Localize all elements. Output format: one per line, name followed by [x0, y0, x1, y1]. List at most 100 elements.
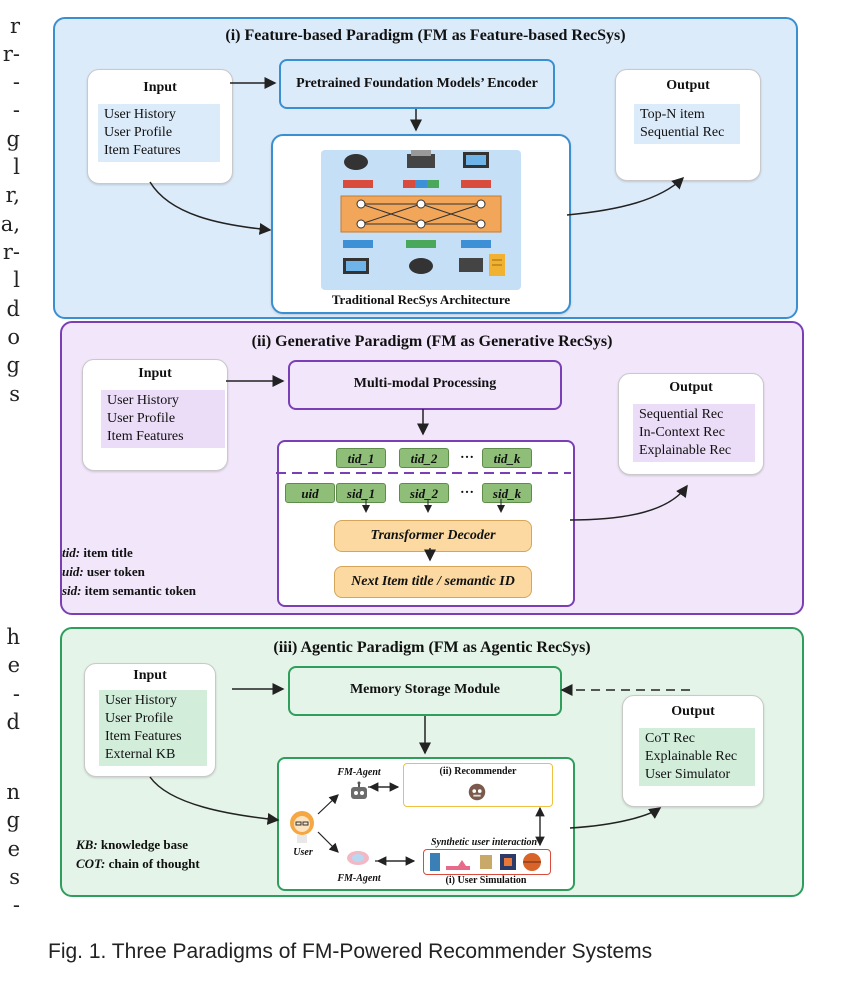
- legend-text: knowledge base: [100, 837, 188, 852]
- feature-based-paradigm-panel: (i) Feature-based Paradigm (FM as Featur…: [53, 17, 798, 319]
- input-title: Input: [138, 366, 172, 381]
- input-item: User Profile: [104, 125, 173, 140]
- input-item: User Profile: [105, 711, 174, 726]
- legend-item: tid: item title: [62, 543, 196, 562]
- sid-token: sid_k: [482, 483, 532, 503]
- tid-token: tid_1: [336, 448, 386, 468]
- sid-token: sid_1: [336, 483, 386, 503]
- input-box: Input User History User Profile Item Fea…: [87, 69, 233, 184]
- printer-icon: [459, 258, 483, 272]
- legend: KB: knowledge base COT: chain of thought: [76, 835, 200, 873]
- legend-key: KB:: [76, 837, 98, 852]
- output-list: Sequential Rec In-Context Rec Explainabl…: [633, 404, 755, 462]
- text-fragment: a,: [0, 212, 20, 236]
- sid-token: sid_2: [399, 483, 449, 503]
- encoder-box: Pretrained Foundation Models’ Encoder: [279, 59, 555, 109]
- generative-paradigm-panel: (ii) Generative Paradigm (FM as Generati…: [60, 321, 804, 615]
- text-fragment: s: [9, 865, 20, 889]
- text-fragment: -: [12, 98, 20, 122]
- input-box: Input User History User Profile Item Fea…: [82, 359, 228, 471]
- input-item: User History: [105, 693, 177, 708]
- text-fragment: -: [12, 70, 20, 94]
- memory-label: Memory Storage Module: [349, 682, 501, 697]
- legend-item: sid: item semantic token: [62, 581, 196, 600]
- text-fragment: r-: [2, 42, 20, 66]
- text-fragment: l: [13, 268, 20, 292]
- recsys-architecture-illustration: [321, 150, 521, 290]
- legend-key: tid:: [62, 545, 81, 560]
- user-label: User: [293, 847, 313, 858]
- input-list: User History User Profile Item Features …: [99, 690, 207, 766]
- agent-interaction-box: FM-Agent (ii) Recommender User FM-Agent …: [277, 757, 575, 891]
- fm-agent-label: FM-Agent: [337, 873, 381, 884]
- panel-title: (i) Feature-based Paradigm (FM as Featur…: [225, 27, 626, 44]
- multimodal-processing-box: Multi-modal Processing: [288, 360, 562, 410]
- fm-agent-label: FM-Agent: [337, 767, 381, 778]
- tid-token: tid_k: [482, 448, 532, 468]
- legend-text: chain of thought: [108, 856, 200, 871]
- legend-key: COT:: [76, 856, 106, 871]
- legend-key: uid:: [62, 564, 84, 579]
- legend-item: COT: chain of thought: [76, 854, 200, 873]
- text-fragment: h: [6, 625, 20, 649]
- recommender-label: (ii) Recommender: [439, 766, 517, 777]
- text-fragment: d: [6, 710, 20, 734]
- panel-title: (iii) Agentic Paradigm (FM as Agentic Re…: [273, 639, 591, 656]
- generative-model-box: tid_1 tid_2 … tid_k uid sid_1 sid_2 … si…: [277, 440, 575, 607]
- architecture-label: Traditional RecSys Architecture: [331, 292, 511, 307]
- ellipsis: …: [460, 482, 474, 497]
- input-item: Item Features: [107, 429, 184, 444]
- encoder-label: Pretrained Foundation Models’ Encoder: [296, 76, 538, 91]
- brain-agent-icon: [345, 849, 371, 872]
- input-title: Input: [143, 80, 177, 95]
- text-fragment: e: [7, 837, 20, 861]
- legend-text: user token: [86, 564, 145, 579]
- output-list: CoT Rec Explainable Rec User Simulator: [639, 728, 755, 786]
- input-item: User Profile: [107, 411, 176, 426]
- input-item: Item Features: [104, 143, 181, 158]
- text-fragment: o: [7, 325, 20, 349]
- text-fragment: -: [12, 682, 20, 706]
- text-fragment: n: [6, 780, 20, 804]
- text-fragment: l: [13, 155, 20, 179]
- text-fragment: s: [9, 382, 20, 406]
- output-item: CoT Rec: [645, 731, 695, 746]
- memory-storage-box: Memory Storage Module: [288, 666, 562, 716]
- output-box: Output CoT Rec Explainable Rec User Simu…: [622, 695, 764, 807]
- output-title: Output: [669, 380, 713, 395]
- mouse-icon: [344, 154, 368, 170]
- input-list: User History User Profile Item Features: [101, 390, 225, 448]
- input-box: Input User History User Profile Item Fea…: [84, 663, 216, 777]
- text-fragment: r-: [2, 240, 20, 264]
- input-list: User History User Profile Item Features: [98, 104, 220, 162]
- output-box: Output Top-N item Sequential Rec: [615, 69, 761, 181]
- output-item: Sequential Rec: [639, 407, 724, 422]
- text-fragment: g: [6, 808, 20, 832]
- printer-icon: [407, 150, 435, 168]
- text-fragment: d: [6, 297, 20, 321]
- input-item: Item Features: [105, 729, 182, 744]
- agentic-paradigm-panel: (iii) Agentic Paradigm (FM as Agentic Re…: [60, 627, 804, 897]
- mouse-icon: [409, 258, 433, 274]
- traditional-recsys-box: Traditional RecSys Architecture: [271, 134, 571, 314]
- legend-key: sid:: [62, 583, 82, 598]
- next-item-label: Next Item title / semantic ID: [351, 574, 515, 589]
- robot-icon: [347, 781, 371, 810]
- uid-token: uid: [285, 483, 335, 503]
- monitor-icon: [343, 258, 369, 274]
- legend-item: KB: knowledge base: [76, 835, 200, 854]
- monitor-icon: [463, 152, 489, 168]
- ellipsis: …: [460, 447, 474, 462]
- output-item: Explainable Rec: [639, 443, 732, 458]
- input-title: Input: [133, 668, 167, 683]
- output-item: Explainable Rec: [645, 749, 738, 764]
- input-item: User History: [107, 393, 179, 408]
- synthetic-interaction-label: Synthetic user interaction: [430, 837, 538, 848]
- legend: tid: item title uid: user token sid: ite…: [62, 543, 196, 600]
- output-title: Output: [671, 704, 715, 719]
- tid-token: tid_2: [399, 448, 449, 468]
- legend-item: uid: user token: [62, 562, 196, 581]
- input-item: User History: [104, 107, 176, 122]
- robot-icon: [466, 781, 488, 808]
- legend-text: item title: [83, 545, 133, 560]
